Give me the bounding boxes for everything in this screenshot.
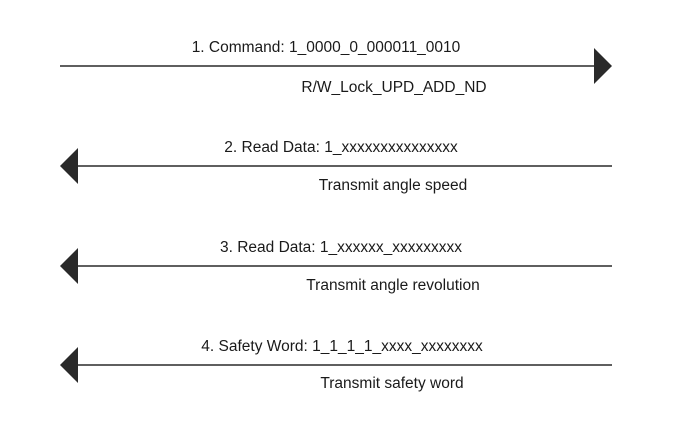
message-3-sublabel: Transmit angle revolution — [306, 277, 479, 294]
message-2: 2. Read Data: 1_xxxxxxxxxxxxxxx Transmit… — [60, 139, 612, 194]
message-3: 3. Read Data: 1_xxxxxx_xxxxxxxxx Transmi… — [60, 239, 612, 294]
message-1-label: 1. Command: 1_0000_0_000011_0010 — [192, 39, 461, 56]
message-2-arrowhead-left — [60, 148, 78, 184]
message-4-label: 4. Safety Word: 1_1_1_1_xxxx_xxxxxxxx — [201, 338, 483, 355]
message-2-label: 2. Read Data: 1_xxxxxxxxxxxxxxx — [224, 139, 458, 156]
message-1-sublabel: R/W_Lock_UPD_ADD_ND — [301, 79, 486, 96]
message-3-arrowhead-left — [60, 248, 78, 284]
message-3-label: 3. Read Data: 1_xxxxxx_xxxxxxxxx — [220, 239, 462, 256]
message-1: 1. Command: 1_0000_0_000011_0010 R/W_Loc… — [60, 39, 612, 96]
message-2-sublabel: Transmit angle speed — [319, 177, 467, 194]
message-4-arrowhead-left — [60, 347, 78, 383]
message-4-sublabel: Transmit safety word — [320, 375, 463, 392]
message-4: 4. Safety Word: 1_1_1_1_xxxx_xxxxxxxx Tr… — [60, 338, 612, 392]
message-1-arrowhead-right — [594, 48, 612, 84]
